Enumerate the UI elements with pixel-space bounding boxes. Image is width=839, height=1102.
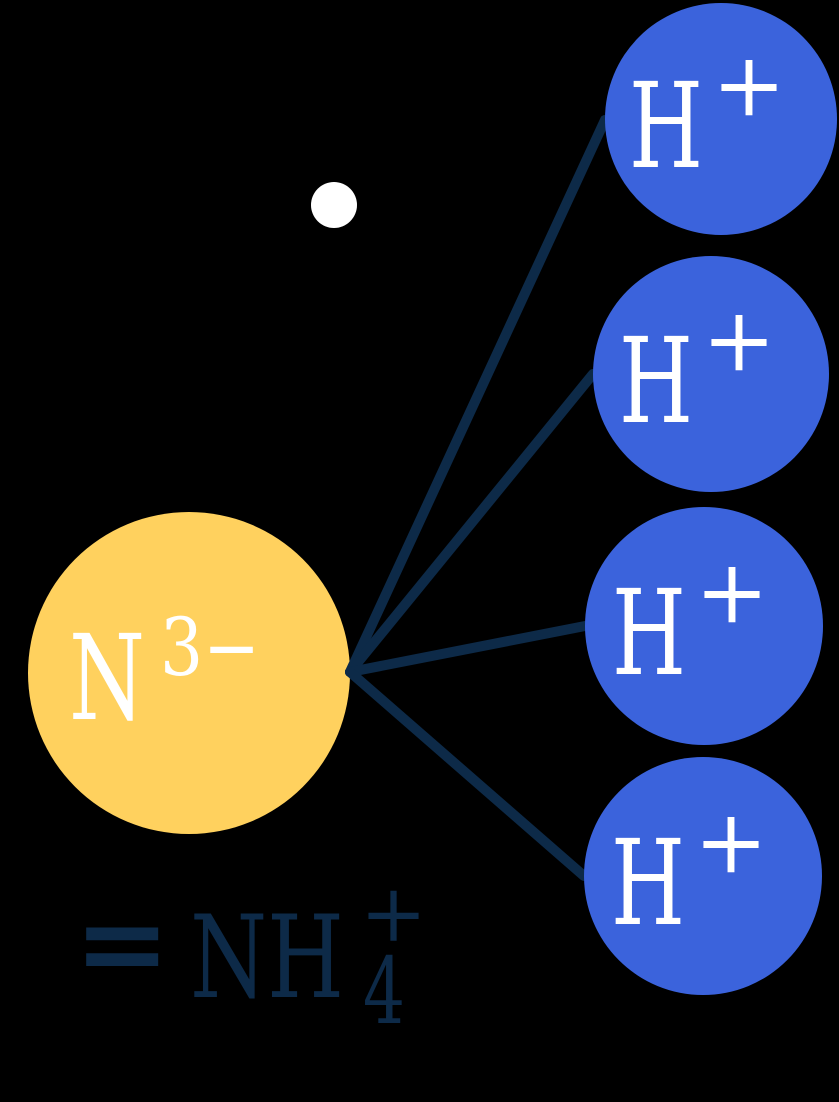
hydrogen-ion-label: H bbox=[619, 312, 693, 450]
hydrogen-ion-circle bbox=[584, 757, 822, 995]
formula-superscript-plus: + bbox=[360, 867, 427, 960]
bond-line bbox=[345, 115, 610, 677]
hydrogen-ion-charge: + bbox=[695, 540, 769, 643]
nitride-ion bbox=[28, 512, 350, 834]
formula-subscript-4: 4 bbox=[363, 938, 405, 1045]
formula-base: NH bbox=[190, 891, 344, 1024]
ammonium-formula: = NH 4 + bbox=[74, 867, 427, 1045]
equals-sign: = bbox=[74, 876, 170, 1011]
hydrogen-ion-circle bbox=[593, 256, 829, 492]
nitride-ion-charge: 3− bbox=[160, 601, 260, 694]
hydrogen-ion: H + bbox=[593, 256, 829, 492]
hydrogen-ion-label: H bbox=[612, 564, 686, 702]
hydrogen-ion: H + bbox=[584, 757, 822, 995]
hydrogen-ion: H + bbox=[605, 3, 837, 235]
hydrogen-ion-circle bbox=[605, 3, 837, 235]
electron-dot bbox=[311, 182, 357, 228]
bond-line bbox=[345, 667, 589, 881]
bond-lines bbox=[345, 115, 610, 881]
hydrogen-ion-charge: + bbox=[694, 790, 768, 893]
nitride-ion-label-group: N 3− bbox=[69, 601, 260, 747]
nitride-ion-label: N bbox=[69, 609, 145, 747]
hydrogen-ion-charge: + bbox=[712, 33, 786, 136]
hydrogen-ion-circle bbox=[585, 507, 823, 745]
hydrogen-ion-label: H bbox=[611, 814, 685, 952]
hydrogen-ion: H + bbox=[585, 507, 823, 745]
hydrogen-ion-charge: + bbox=[702, 288, 776, 391]
bond-line bbox=[345, 621, 590, 677]
bond-line bbox=[345, 369, 598, 677]
nitride-ion-circle bbox=[28, 512, 350, 834]
hydrogen-ion-label: H bbox=[629, 57, 703, 195]
